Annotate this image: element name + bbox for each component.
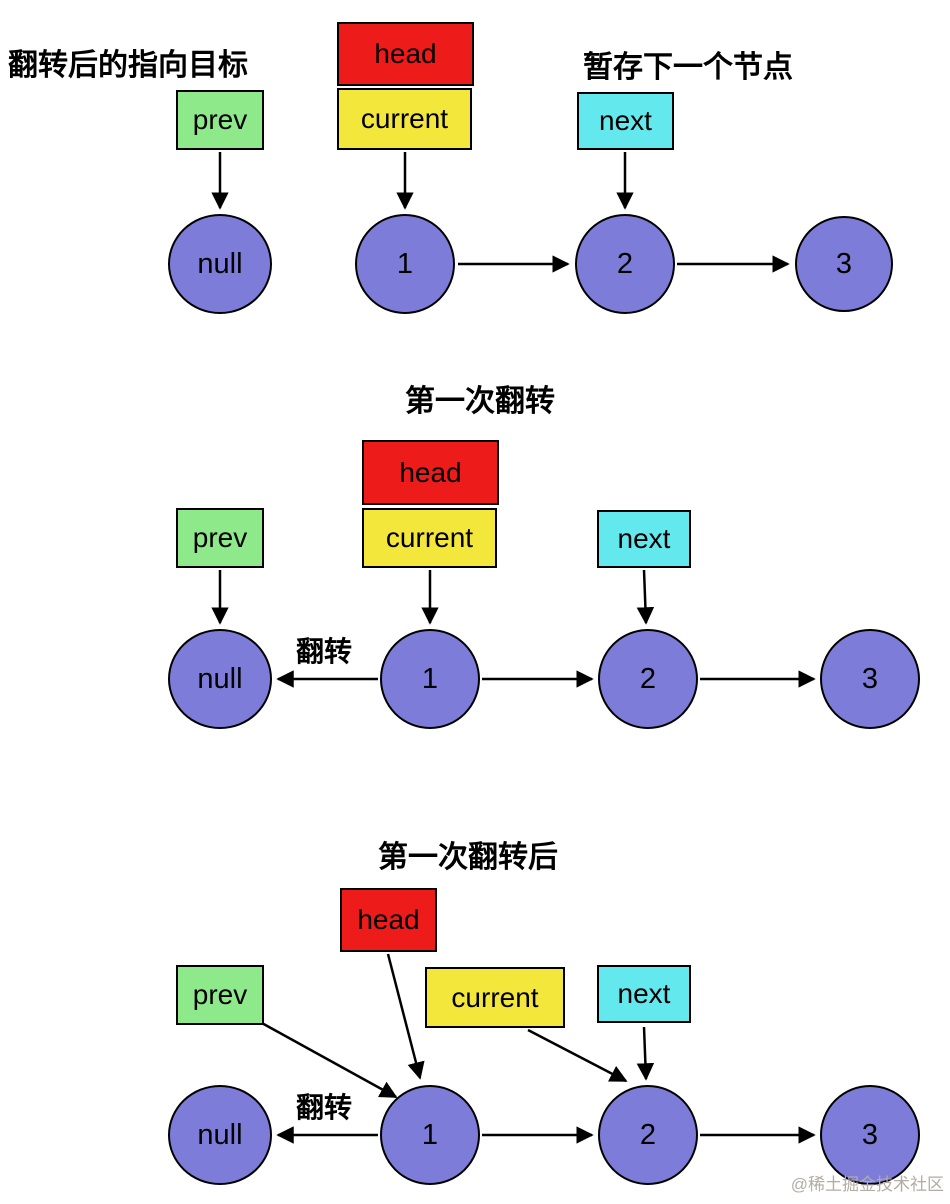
s3-flip-label: 翻转 xyxy=(296,1092,353,1123)
s2-node-null: null xyxy=(168,629,272,729)
s3-head-box: head xyxy=(340,888,437,952)
s3-node-3: 3 xyxy=(820,1085,920,1185)
s2-node-1: 1 xyxy=(380,629,480,729)
s1-next-box: next xyxy=(577,92,674,150)
s2-head-box: head xyxy=(362,440,499,505)
s1-node-2: 2 xyxy=(575,214,675,314)
s2-arrow-next-to-node2 xyxy=(636,569,655,625)
s3-current-box: current xyxy=(425,967,565,1028)
s2-next-box: next xyxy=(597,510,691,568)
watermark: @稀土掘金技术社区 xyxy=(790,1175,944,1194)
s3-next-box: next xyxy=(597,965,691,1023)
s3-node-2: 2 xyxy=(598,1085,698,1185)
s2-node-2: 2 xyxy=(598,629,698,729)
s2-current-box: current xyxy=(362,508,497,568)
s1-node-3: 3 xyxy=(795,216,893,312)
s1-caption-left: 翻转后的指向目标 xyxy=(8,49,248,82)
s1-head-box: head xyxy=(337,22,474,86)
s3-arrow-current-to-node2 xyxy=(527,1028,628,1083)
s3-title: 第一次翻转后 xyxy=(378,841,558,874)
s2-node-3: 3 xyxy=(820,629,920,729)
s3-node-null: null xyxy=(168,1085,272,1185)
s1-node-null: null xyxy=(168,214,272,314)
s1-caption-right: 暂存下一个节点 xyxy=(583,51,793,84)
s2-title: 第一次翻转 xyxy=(405,385,555,418)
s3-arrow-next-to-node2 xyxy=(636,1026,655,1081)
s1-prev-box: prev xyxy=(176,90,264,150)
s3-prev-box: prev xyxy=(176,965,264,1025)
s3-node-1: 1 xyxy=(380,1085,480,1185)
s2-prev-box: prev xyxy=(176,508,264,568)
s1-current-box: current xyxy=(337,88,472,150)
s1-node-1: 1 xyxy=(355,214,455,314)
s3-arrow-head-to-node1 xyxy=(386,953,425,1080)
s2-flip-label: 翻转 xyxy=(296,636,353,667)
